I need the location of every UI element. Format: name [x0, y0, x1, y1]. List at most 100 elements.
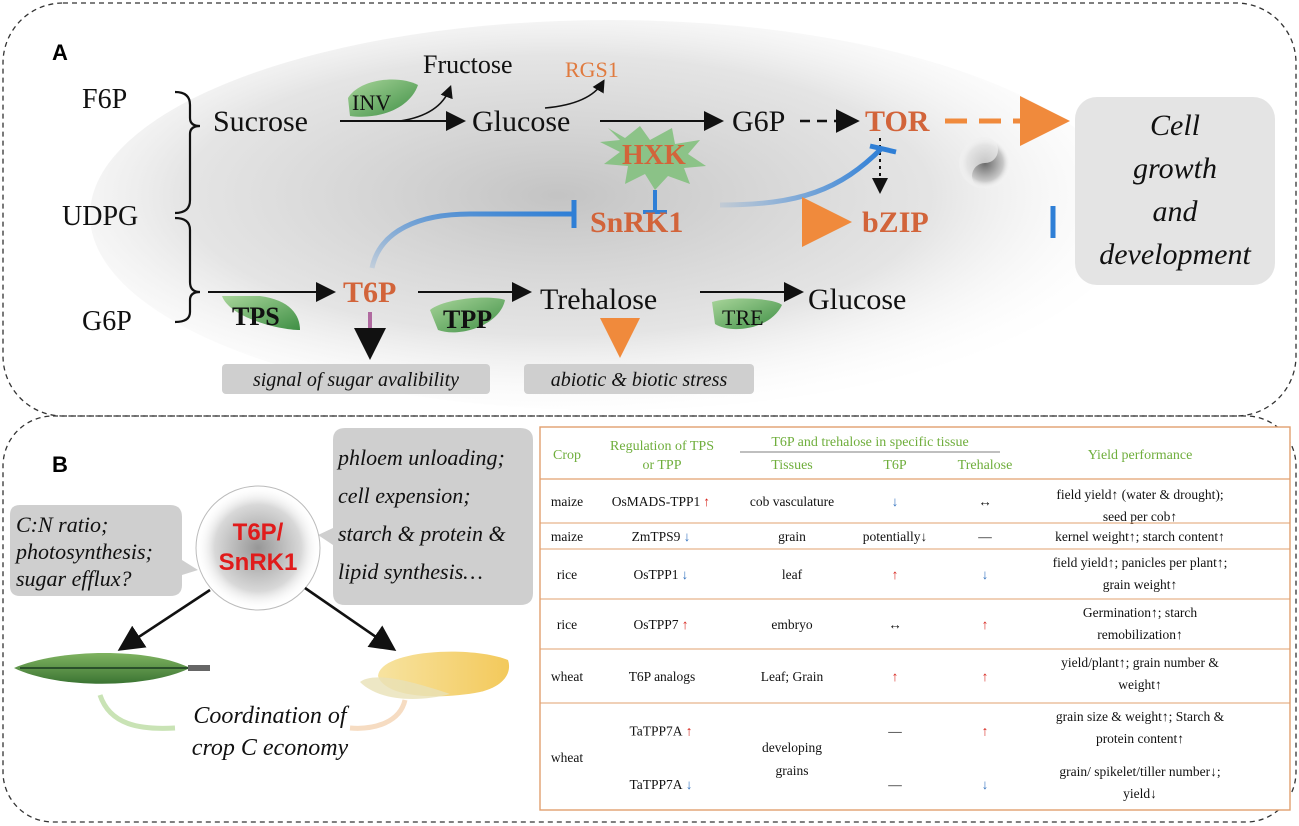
to-leaf-arrow: [117, 588, 211, 651]
center-yin-yang-icon: [196, 486, 320, 610]
right-callout-line-2: cell expension;: [338, 483, 471, 508]
crop-cell: wheat: [551, 669, 583, 684]
tissue-cell: grain: [778, 529, 806, 544]
rgs1-branch-arrow: [544, 79, 605, 109]
trehalose-cell: ↑: [982, 617, 989, 632]
bzip-label: bZIP: [862, 206, 929, 239]
glucose-bottom-label: Glucose: [808, 283, 906, 316]
yield-cell: kernel weight↑; starch content↑: [1055, 529, 1225, 544]
right-callout-line-4: lipid synthesis…: [338, 559, 483, 584]
yield-cell: Germination↑; starch: [1083, 605, 1198, 620]
regulation-cell: TaTPP7A: [629, 777, 682, 792]
trehalose-cell: ↑: [982, 724, 989, 739]
right-callout-line-3: starch & protein &: [338, 521, 507, 546]
yield-table: Crop Regulation of TPS or TPP T6P and tr…: [539, 426, 1291, 811]
t6p-cell: ↓: [892, 494, 899, 509]
regulation-direction-icon: ↑: [682, 617, 689, 632]
tre-label: TRE: [722, 305, 764, 330]
crop-cell: maize: [551, 494, 583, 509]
sucrose-label: Sucrose: [213, 105, 308, 138]
yield-cell: protein content↑: [1096, 731, 1184, 746]
yield-cell: grain size & weight↑; Starch &: [1056, 709, 1225, 724]
panel-b-frame: [2, 415, 1297, 823]
rgs1-label: RGS1: [565, 57, 619, 82]
brace-lower: [174, 216, 201, 324]
crop-cell: rice: [557, 617, 577, 632]
signal-label: signal of sugar avalibility: [253, 369, 459, 391]
header-tissue-group: T6P and trehalose in specific tissue: [771, 435, 968, 450]
tps-leaf-icon: [222, 296, 300, 330]
yield-cell: grain/ spikelet/tiller number↓;: [1059, 764, 1220, 779]
right-callout-line-1: phloem unloading;: [336, 445, 505, 470]
trehalose-cell: ↓: [982, 567, 989, 582]
t6p-cell: ↑: [892, 669, 899, 684]
panel-a-letter: A: [52, 40, 68, 65]
header-regulation-2: or TPP: [642, 458, 681, 473]
cell-growth-box: [1075, 97, 1275, 285]
fructose-label: Fructose: [423, 50, 513, 79]
trehalose-cell: —: [977, 529, 992, 544]
regulation-direction-icon: ↓: [682, 567, 689, 582]
fructose-branch-arrow: [399, 84, 453, 122]
tor-inhibit-bar: [869, 143, 897, 155]
crop-cell: rice: [557, 567, 577, 582]
hxk-star-icon: [600, 126, 706, 190]
regulation-cell: T6P analogs: [629, 669, 696, 684]
regulation-direction-icon: ↑: [703, 494, 710, 509]
tor-label: TOR: [865, 105, 930, 138]
tissue-cell: leaf: [782, 567, 803, 582]
center-label-line-2: SnRK1: [219, 549, 298, 576]
header-t6p: T6P: [883, 458, 907, 473]
tps-label: TPS: [232, 302, 280, 331]
regulation-cell: TaTPP7A: [629, 724, 682, 739]
snrk1-inhibits-tor: [719, 146, 884, 208]
left-callout-box: [10, 505, 198, 596]
snrk1-label: SnRK1: [590, 206, 683, 239]
udpg-label: UDPG: [62, 201, 138, 232]
center-yin-yang-ring: [195, 485, 321, 611]
regulation-direction-icon: ↓: [686, 777, 693, 792]
header-trehalose: Trehalose: [958, 458, 1013, 473]
panel-a-frame: [2, 2, 1297, 417]
right-callout-box: [318, 428, 533, 605]
t6p-cell: —: [887, 724, 902, 739]
outcome-line-2: growth: [1133, 152, 1217, 185]
inv-leaf-icon: [348, 79, 418, 117]
yield-cell: grain weight↑: [1103, 577, 1178, 592]
regulation-direction-icon: ↑: [686, 724, 693, 739]
leaf-to-coordination-arrow: [97, 694, 176, 731]
t6p-cell: ↑: [892, 567, 899, 582]
tissue-cell: developing: [762, 740, 822, 755]
yield-cell: yield↓: [1123, 786, 1157, 801]
tissue-cell: embryo: [771, 617, 812, 632]
left-callout-line-1: C:N ratio;: [16, 512, 108, 537]
brace-upper: [174, 90, 201, 215]
crop-cell: maize: [551, 529, 583, 544]
trehalose-cell: ↔: [978, 494, 992, 509]
t6p-inhibits-snrk1: [369, 211, 573, 269]
t6p-cell: ↔: [888, 617, 902, 632]
tissue-cell: grains: [776, 763, 809, 778]
stress-label: abiotic & biotic stress: [551, 369, 728, 391]
corn-husk: [360, 677, 450, 699]
tissue-cell: cob vasculature: [750, 494, 834, 509]
g6p-left-label: G6P: [82, 306, 132, 337]
yield-cell: remobilization↑: [1097, 627, 1182, 642]
background-glow: [90, 20, 1130, 410]
outcome-line-1: Cell: [1150, 109, 1200, 142]
t6p-label: T6P: [343, 276, 396, 309]
yield-cell: field yield↑ (water & drought);: [1056, 487, 1223, 502]
t6p-cell: —: [887, 777, 902, 792]
regulation-cell: OsTPP1: [633, 567, 678, 582]
trehalose-cell: ↑: [982, 669, 989, 684]
regulation-direction-icon: ↓: [684, 529, 691, 544]
signal-box: [222, 364, 490, 394]
regulation-cell: OsMADS-TPP1: [612, 494, 701, 509]
trehalose-label: Trehalose: [540, 283, 657, 316]
yield-cell: seed per cob↑: [1103, 509, 1177, 524]
tpp-label: TPP: [443, 305, 492, 334]
glucose-top-label: Glucose: [472, 105, 570, 138]
yield-cell: field yield↑; panicles per plant↑;: [1053, 555, 1228, 570]
header-regulation-1: Regulation of TPS: [610, 439, 714, 454]
